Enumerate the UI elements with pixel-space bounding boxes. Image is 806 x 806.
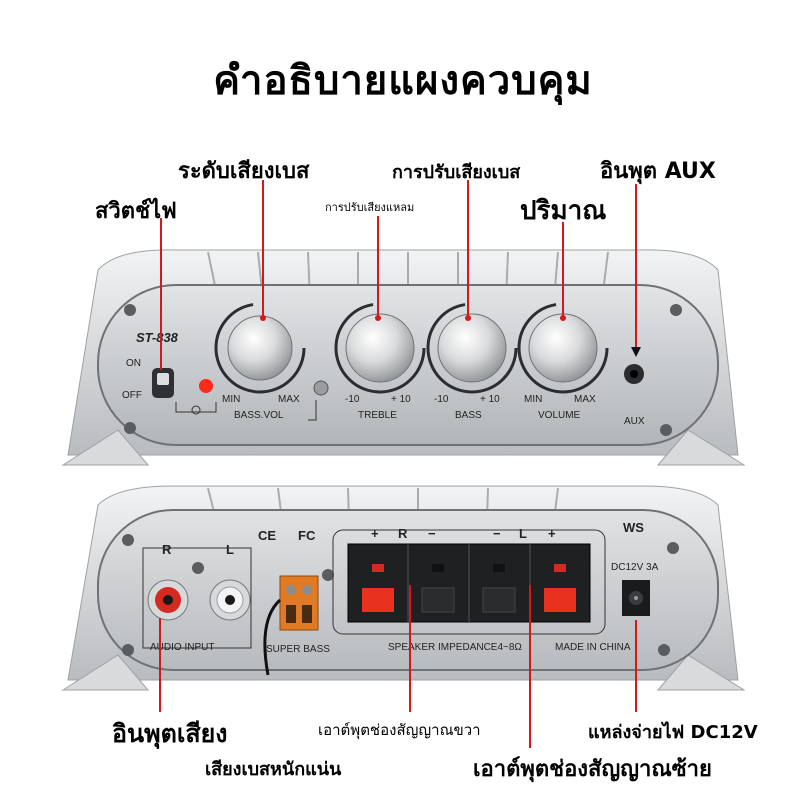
speaker-terminal-right-positive[interactable] (362, 588, 394, 612)
callout-treble-adjust: การปรับเสียงแหลม (325, 201, 415, 214)
treble-max-label: + 10 (391, 394, 411, 405)
speaker-terminal-left-negative[interactable] (482, 587, 516, 613)
bassvol-min-label: MIN (222, 394, 240, 405)
treble-min-label: -10 (345, 394, 360, 405)
bass-max-label: + 10 (480, 394, 500, 405)
power-led-icon (199, 379, 213, 393)
treble-knob[interactable] (345, 313, 415, 383)
speaker-r-label: R (398, 526, 408, 541)
speaker-plus-right: + (371, 526, 379, 541)
speaker-l-label: L (519, 526, 527, 541)
callout-super-bass: เสียงเบสหนักแน่น (205, 759, 342, 780)
aux-name-label: AUX (624, 416, 645, 427)
bass-name-label: BASS (455, 410, 482, 421)
speaker-plus-left: + (548, 526, 556, 541)
rear-amplifier: CE FC R L AUDIO INPUT SUPER BASS + R − −… (61, 485, 746, 691)
model-label: ST-838 (136, 330, 179, 345)
bassvol-name-label: BASS.VOL (234, 410, 284, 421)
front-amplifier: ST-838 ON OFF MIN MAX BASS.VOL -10 + 10 … (61, 249, 746, 466)
volume-max-label: MAX (574, 394, 596, 405)
callout-right-output: เอาต์พุตช่องสัญญาณขวา (318, 721, 481, 739)
speaker-terminal-right-negative[interactable] (421, 587, 455, 613)
bass-knob[interactable] (437, 313, 507, 383)
impedance-label: SPEAKER IMPEDANCE4~8Ω (388, 642, 522, 653)
dc-rating-label: DC12V 3A (611, 562, 659, 573)
power-symbol-icon (191, 405, 201, 415)
super-bass-label: SUPER BASS (266, 644, 330, 655)
callout-power-supply: แหล่งจ่ายไฟ DC12V (588, 722, 758, 743)
indicator-light-icon (313, 380, 329, 396)
rca-r-label: R (162, 542, 172, 557)
bass-min-label: -10 (434, 394, 449, 405)
callout-bass-adjust: การปรับเสียงเบส (392, 162, 521, 183)
callout-power-switch: สวิตช์ไฟ (95, 199, 177, 224)
audio-input-label: AUDIO INPUT (150, 642, 214, 653)
callout-bass-level: ระดับเสียงเบส (178, 159, 310, 184)
ws-label: WS (623, 520, 644, 535)
callout-left-output: เอาต์พุตช่องสัญญาณซ้าย (473, 757, 712, 782)
bassvol-max-label: MAX (278, 394, 300, 405)
volume-min-label: MIN (524, 394, 542, 405)
volume-name-label: VOLUME (538, 410, 581, 421)
bass-volume-knob[interactable] (227, 315, 293, 381)
fc-mark: FC (298, 528, 316, 543)
callout-aux-input: อินพุต AUX (600, 159, 716, 184)
speaker-minus-right: − (428, 526, 436, 541)
made-in-label: MADE IN CHINA (555, 642, 631, 653)
treble-name-label: TREBLE (358, 410, 397, 421)
ce-mark: CE (258, 528, 276, 543)
speaker-minus-left: − (493, 526, 501, 541)
callout-volume: ปริมาณ (520, 196, 607, 226)
switch-off-label: OFF (122, 390, 142, 401)
callout-audio-input: อินพุตเสียง (112, 719, 228, 748)
page-title: คำอธิบายแผงควบคุม (213, 58, 593, 104)
speaker-terminal-left-positive[interactable] (544, 588, 576, 612)
rca-l-label: L (226, 542, 234, 557)
switch-on-label: ON (126, 358, 141, 369)
